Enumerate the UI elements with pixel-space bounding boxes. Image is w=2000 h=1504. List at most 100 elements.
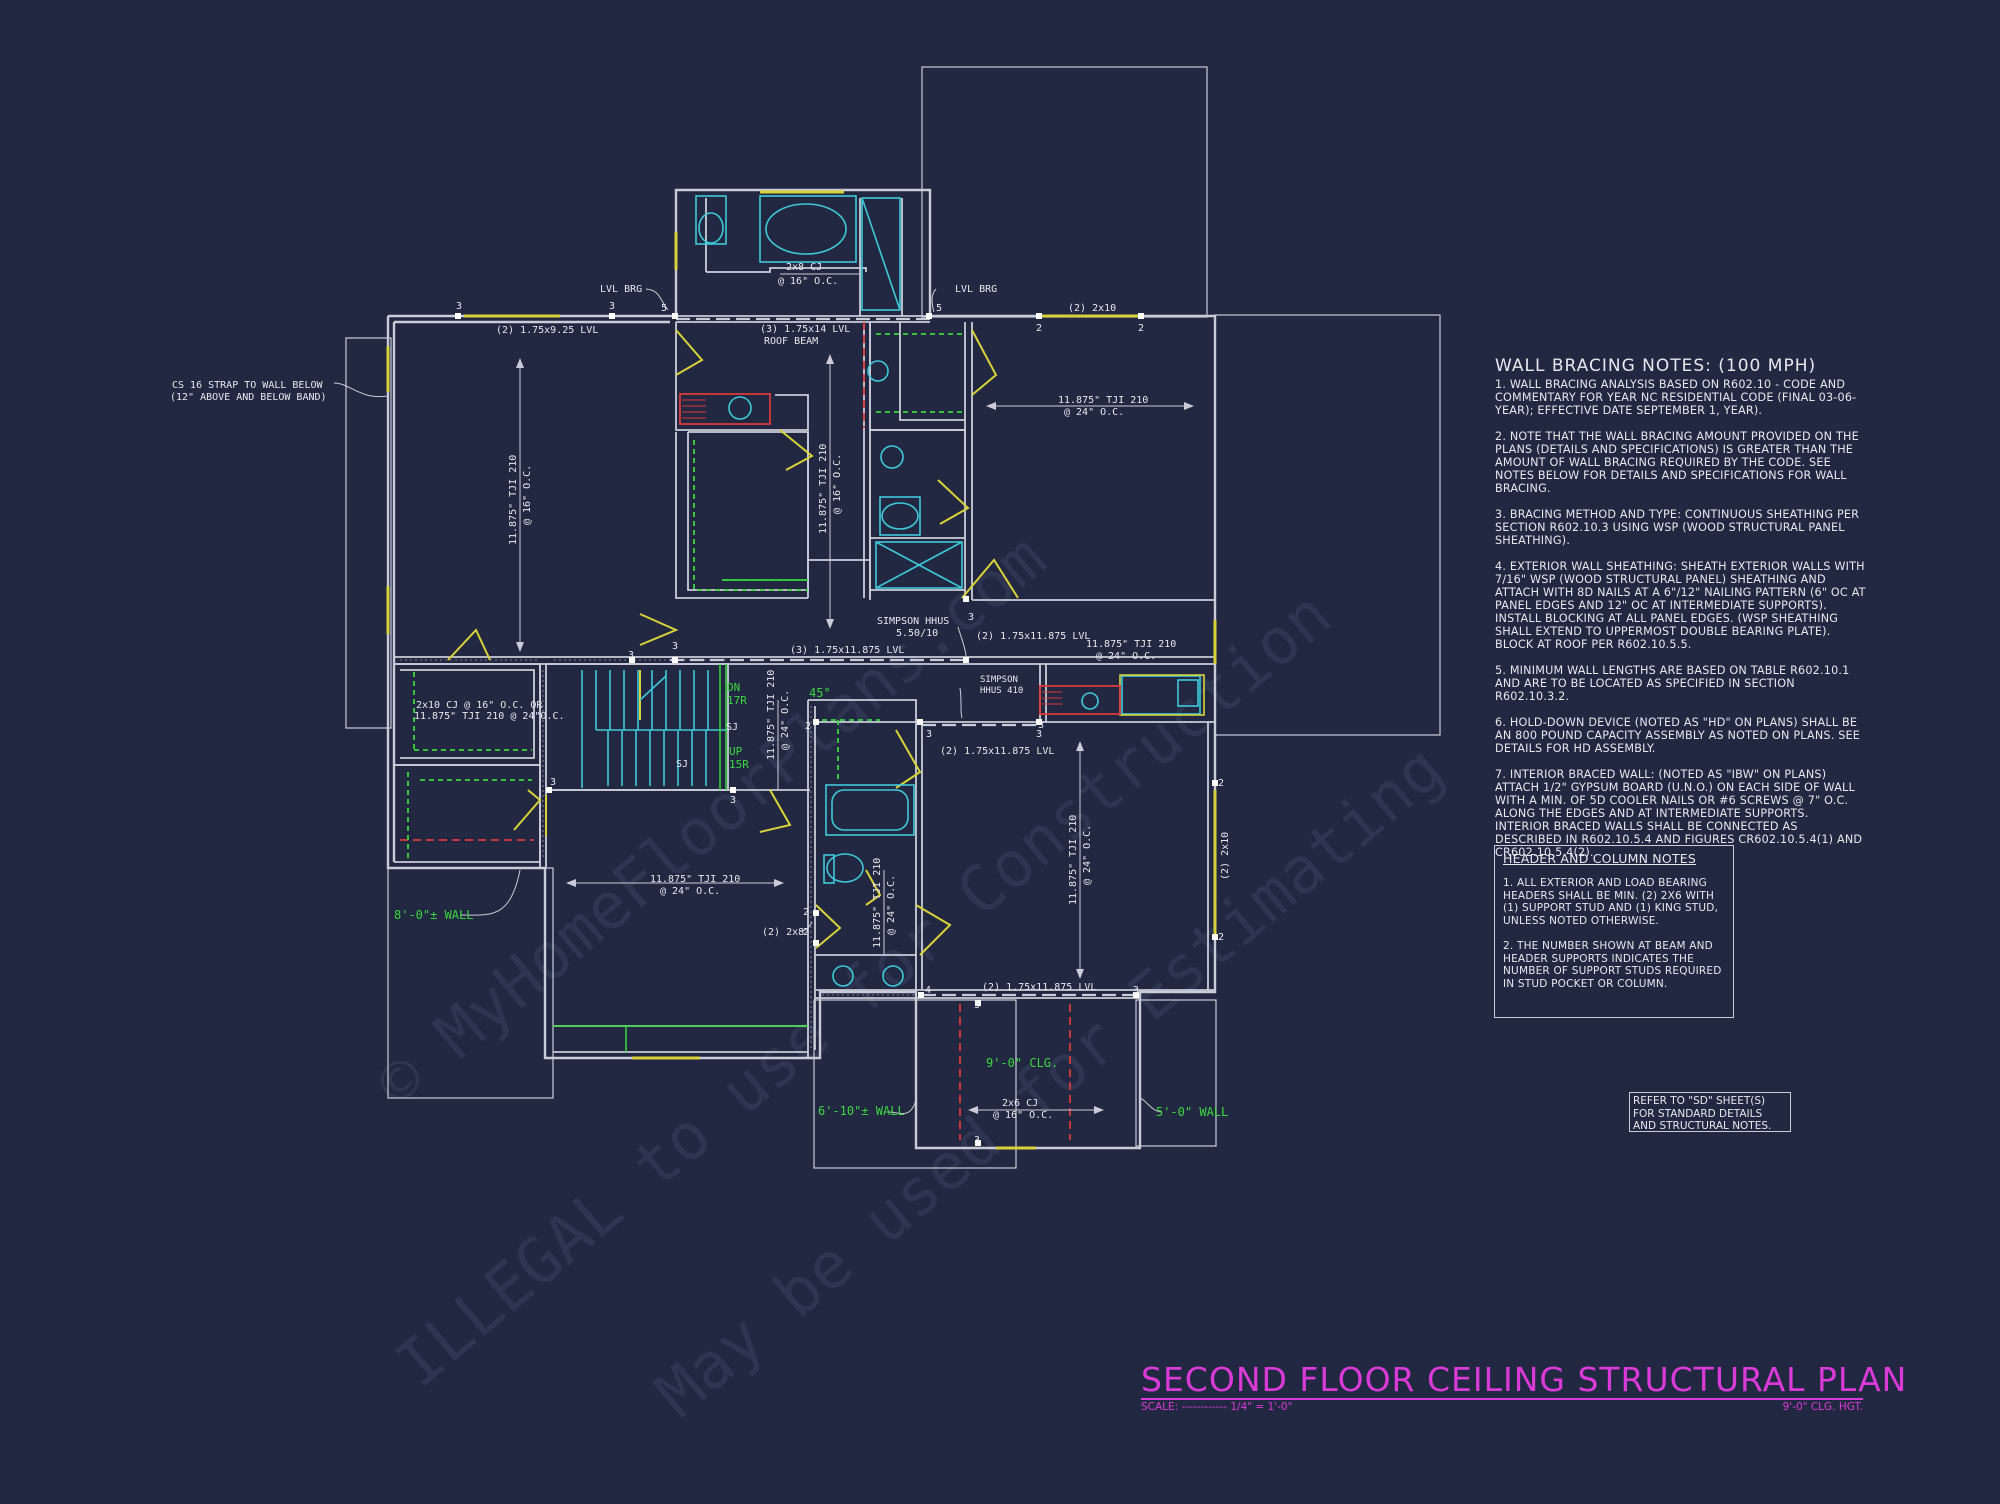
fixtures	[581, 195, 1201, 987]
label-tji-right-top-sp: @ 24" O.C.	[1064, 407, 1124, 418]
wall-bracing-note: 4. EXTERIOR WALL SHEATHING: SHEATH EXTER…	[1495, 560, 1866, 651]
leader-lines	[333, 288, 1163, 1114]
exterior-walls	[386, 188, 1217, 1150]
stud-num: 3	[974, 1135, 980, 1146]
header-notes-title: HEADER AND COLUMN NOTES	[1503, 851, 1696, 866]
label-tji-bottom-right-sp: @ 24" O.C.	[1082, 825, 1093, 885]
stud-num: 3	[550, 777, 556, 788]
label-cs16-2: (12" ABOVE AND BELOW BAND)	[170, 392, 327, 403]
wall-bracing-note: 2. NOTE THAT THE WALL BRACING AMOUNT PRO…	[1495, 430, 1859, 495]
stud-num: 2	[1138, 323, 1144, 334]
label-tji-left: 11.875" TJI 210	[508, 455, 519, 545]
stud-num: 5	[936, 303, 942, 314]
label-clg-9ft: 9'-0" CLG.	[986, 1056, 1058, 1070]
label-tji-left-sp: @ 16" O.C.	[522, 465, 533, 525]
label-lvl-brg-right: LVL BRG	[955, 284, 997, 295]
stud-num: 5	[661, 303, 667, 314]
label-stair-dn-r: 17R	[727, 694, 747, 707]
label-tji-bath: 11.875" TJI 210	[872, 858, 883, 948]
plan-title: SECOND FLOOR CEILING STRUCTURAL PLAN	[1141, 1360, 1908, 1400]
wall-bracing-note: 7. INTERIOR BRACED WALL: (NOTED AS "IBW"…	[1495, 768, 1863, 859]
label-tji-bottom-left-sp: @ 24" O.C.	[660, 886, 720, 897]
label-stair-up-r: 15R	[729, 758, 749, 771]
label-cj-or-1: 2x10 CJ @ 16" O.C. OR	[416, 700, 543, 711]
plan-labels: LVL BRG LVL BRG 2x8 CJ @ 16" O.C. (2) 1.…	[170, 262, 1231, 1121]
label-tji-bath-sp: @ 24" O.C.	[886, 875, 897, 935]
stud-num: 3	[1036, 729, 1042, 740]
label-tji-center-sp: @ 16" O.C.	[832, 454, 843, 514]
label-lvl-brg-left: LVL BRG	[600, 284, 642, 295]
span-arrows	[519, 273, 1190, 1111]
label-cj-bottom: 2x6 CJ	[1002, 1098, 1038, 1109]
label-hhus-1: SIMPSON HHUS	[877, 616, 949, 627]
label-2x8: (2) 2x8	[762, 927, 804, 938]
wall-bracing-note: 5. MINIMUM WALL LENGTHS ARE BASED ON TAB…	[1495, 664, 1850, 703]
label-tji-right-top: 11.875" TJI 210	[1058, 395, 1148, 406]
label-cj-top: 2x8 CJ	[786, 262, 822, 273]
stud-num: 3	[926, 729, 932, 740]
stud-num: 3	[974, 1000, 980, 1011]
header-note: 1. ALL EXTERIOR AND LOAD BEARING HEADERS…	[1503, 877, 1719, 927]
label-2x10-right: (2) 2x10	[1220, 832, 1231, 880]
watermark-line-1: © MyHomeFloorPlans.com	[363, 521, 1060, 1123]
stud-num: 3	[609, 301, 615, 312]
stud-num: 2	[805, 721, 811, 732]
interior-walls	[394, 198, 1215, 1058]
stud-num: 3	[968, 612, 974, 623]
stud-num: 2	[1218, 778, 1224, 789]
green-solid-lines	[553, 664, 808, 1052]
arrowheads	[516, 354, 1194, 1114]
beams	[670, 317, 1136, 997]
wall-bracing-title: WALL BRACING NOTES: (100 MPH)	[1495, 356, 1817, 376]
label-hhus-2b: HHUS 410	[980, 686, 1023, 696]
label-wall-5ft: 5'-0" WALL	[1156, 1105, 1228, 1119]
header-note: 2. THE NUMBER SHOWN AT BEAM AND HEADER S…	[1503, 940, 1722, 990]
scale-line: SCALE: ------------ 1/4" = 1'-0" 9'-0" C…	[1141, 1401, 1863, 1413]
label-roof-beam-2: ROOF BEAM	[764, 336, 818, 347]
stud-num: 3	[1133, 985, 1139, 996]
stud-num: 3	[456, 301, 462, 312]
label-tji-bottom-right: 11.875" TJI 210	[1068, 815, 1079, 905]
label-stair-dn: DN	[727, 681, 740, 694]
label-lvl-bottom: (2) 1.75x11.875 LVL	[982, 982, 1096, 993]
stud-count-labels: 3 3 5 5 2 2 3 3 3 3 2 3 3 3 2 2 2 2 4 3 …	[456, 301, 1224, 1146]
green-dashed-lines	[407, 333, 962, 860]
red-markings	[400, 322, 1121, 1140]
stud-num: 3	[672, 641, 678, 652]
scale-value: 1/4" = 1'-0"	[1230, 1401, 1293, 1413]
label-tji-center: 11.875" TJI 210	[818, 444, 829, 534]
label-stair-up: UP	[729, 745, 743, 758]
label-lvl-11875-b: (2) 1.75x11.875 LVL	[940, 746, 1054, 757]
label-tji-mid-right: 11.875" TJI 210	[1086, 639, 1176, 650]
wall-bracing-note: 1. WALL BRACING ANALYSIS BASED ON R602.1…	[1495, 378, 1857, 417]
stair-treads	[581, 670, 728, 788]
green-labels: DN 17R UP 15R 45° 8'-0"± WALL 9'-0" CLG.…	[394, 681, 1228, 1119]
red-hatch	[682, 399, 1062, 705]
label-stair-sj2: SJ	[676, 759, 688, 770]
scale-dashes: ------------	[1181, 1401, 1228, 1413]
header-column-notes: HEADER AND COLUMN NOTES 1. ALL EXTERIOR …	[1494, 845, 1734, 1018]
stud-num: 2	[803, 907, 809, 918]
stud-num: 4	[925, 985, 931, 996]
label-cs16-1: CS 16 STRAP TO WALL BELOW	[172, 380, 323, 391]
label-lvl-925: (2) 1.75x9.25 LVL	[496, 325, 598, 336]
label-hhus-1b: 5.50/10	[896, 628, 938, 639]
label-angle-45: 45°	[809, 686, 831, 700]
stud-num: 2	[803, 927, 809, 938]
stud-markers	[455, 313, 1218, 1146]
label-cj-or-2: 11.875" TJI 210 @ 24"O.C.	[414, 711, 565, 722]
stud-num: 3	[628, 650, 634, 661]
label-wall-6ft: 6'-10"± WALL	[818, 1104, 905, 1118]
label-tji-stair: 11.875" TJI 210	[766, 670, 777, 760]
label-roof-beam-1: (3) 1.75x14 LVL	[760, 324, 850, 335]
scale-label: SCALE:	[1141, 1401, 1179, 1413]
label-hhus-2: SIMPSON	[980, 675, 1018, 685]
label-tji-bottom-left: 11.875" TJI 210	[650, 874, 740, 885]
label-lvl-11875-a: (2) 1.75x11.875 LVL	[976, 631, 1090, 642]
wall-bracing-note: 6. HOLD-DOWN DEVICE (NOTED AS "HD" ON PL…	[1495, 716, 1861, 755]
label-stair-sj1: SJ	[726, 722, 738, 733]
door-swings	[447, 329, 1019, 956]
wall-bracing-note: 3. BRACING METHOD AND TYPE: CONTINUOUS S…	[1495, 508, 1860, 547]
refer-note: REFER TO "SD" SHEET(S) FOR STANDARD DETA…	[1629, 1092, 1791, 1132]
